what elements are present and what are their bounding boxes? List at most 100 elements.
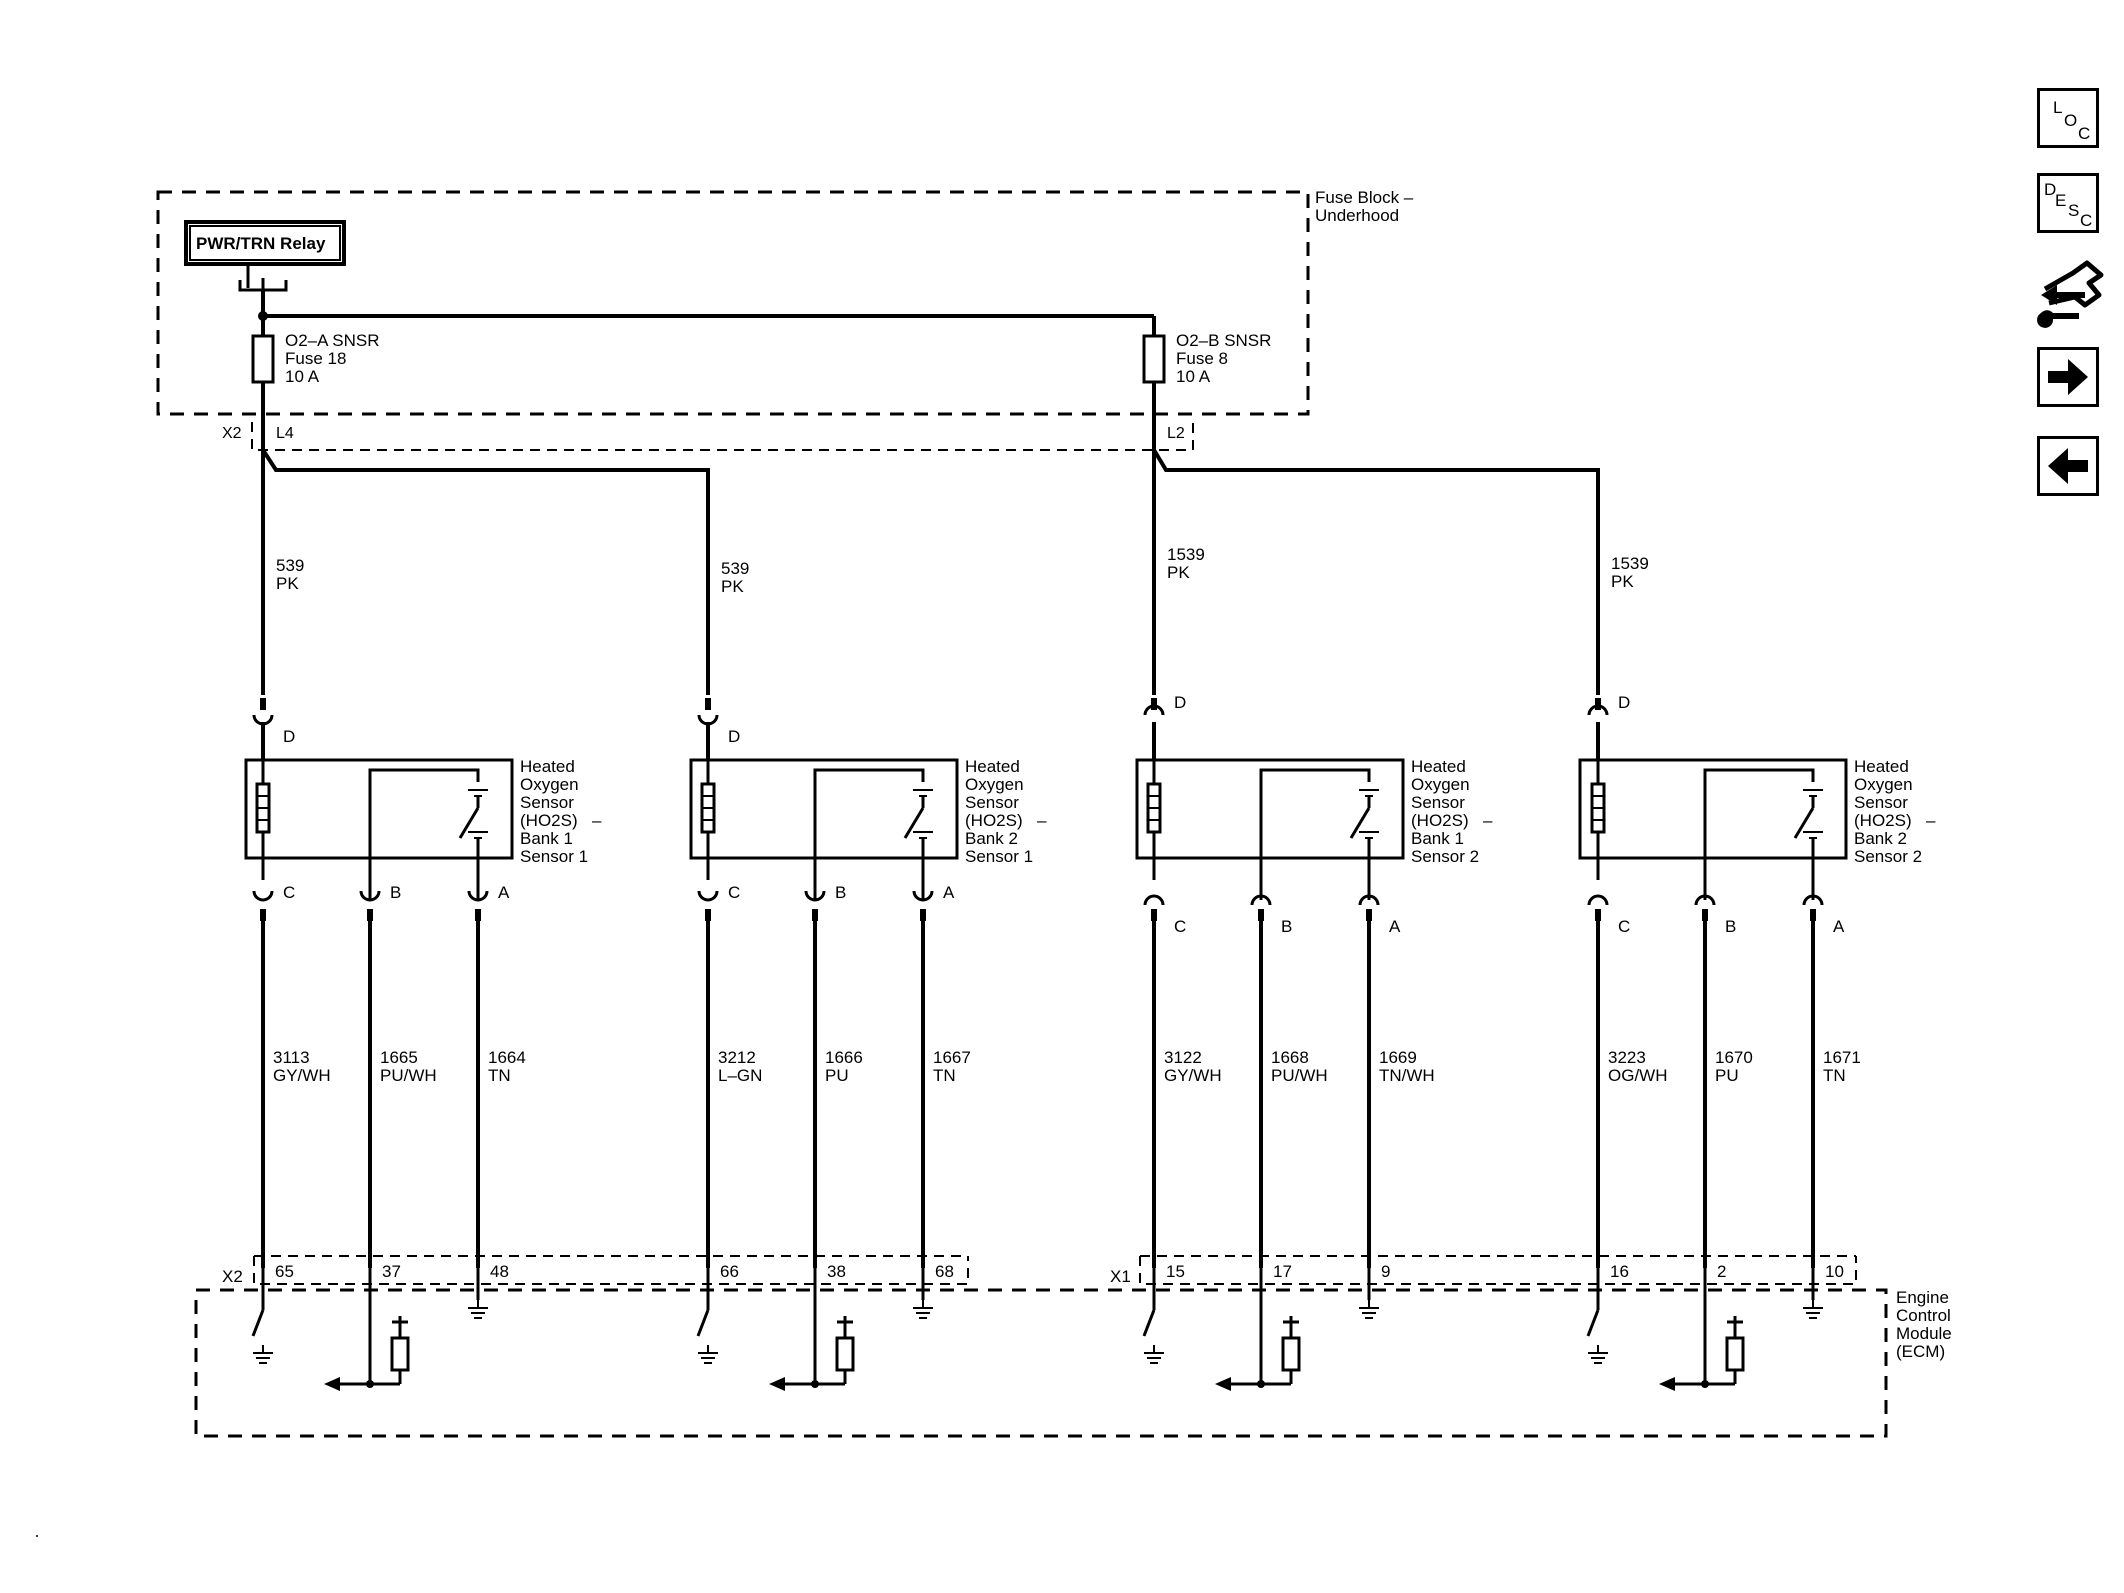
fuse-element	[1142, 334, 1166, 384]
connector-repair-icon[interactable]	[2035, 255, 2105, 329]
loc-glyph-o: O	[2064, 111, 2078, 130]
sensor-pin-terminal	[359, 890, 381, 902]
feed-wire-color: PK	[1611, 572, 1634, 591]
sensor-name-line: (HO2S)	[965, 811, 1023, 830]
ecm-resistor	[1281, 1336, 1301, 1372]
sensor-name-line: Bank 1	[1411, 829, 1464, 848]
sensor-name-line: (HO2S)	[1854, 811, 1912, 830]
feed-wire-color: PK	[721, 577, 744, 596]
sensor-pin-d: D	[728, 727, 740, 746]
sensor-name-line: Heated	[520, 757, 575, 776]
ecm-pin-number: 16	[1610, 1262, 1629, 1281]
sensor-pin-terminal	[804, 890, 826, 902]
feed-wire-circuit: 1539	[1611, 554, 1649, 573]
fuse-block-label: Underhood	[1315, 206, 1399, 225]
sensor-name-line: Sensor 2	[1854, 847, 1922, 866]
ecm-reference-arrow	[1659, 1377, 1675, 1391]
sensor-body	[244, 758, 514, 860]
sensor-name-line: Sensor	[1854, 793, 1908, 812]
ecm-resistor	[390, 1336, 410, 1372]
sensor-name-line: Bank 2	[965, 829, 1018, 848]
ecm-reference-arrow	[1215, 1377, 1231, 1391]
wire-color: PU/WH	[1271, 1066, 1328, 1085]
sensor-name-line: Oxygen	[520, 775, 579, 794]
ecm-reference-arrow	[769, 1377, 785, 1391]
sensor-signal-lead	[1703, 768, 1815, 900]
fuse-name: O2–A SNSR	[285, 331, 380, 350]
sensor-name-dash: –	[1483, 811, 1493, 830]
ecm-switch	[696, 1309, 710, 1337]
fuse-number: Fuse 18	[285, 349, 346, 368]
ecm-label-line: (ECM)	[1896, 1342, 1945, 1361]
description-button[interactable]: D E S C	[2037, 173, 2099, 233]
sensor-name-line: Sensor 1	[965, 847, 1033, 866]
relay-label: PWR/TRN Relay	[196, 234, 326, 253]
connector-d-terminal	[1143, 704, 1165, 716]
ecm-label-line: Engine	[1896, 1288, 1949, 1307]
sensor-name-line: Sensor	[1411, 793, 1465, 812]
ecm-pin-number: 2	[1717, 1262, 1726, 1281]
wire-circuit: 1665	[380, 1048, 418, 1067]
sensor-pin-terminal	[912, 890, 934, 902]
sensor-pin-label: B	[1725, 917, 1736, 936]
sensor-pin-label: C	[728, 883, 740, 902]
wire-color: GY/WH	[273, 1066, 331, 1085]
sensor-pin-terminal	[1694, 894, 1716, 906]
sensor-pin-terminal	[1358, 894, 1380, 906]
wire-color: PU	[1715, 1066, 1739, 1085]
wire-circuit: 1669	[1379, 1048, 1417, 1067]
ecm-connector-x1	[1139, 1256, 1857, 1285]
sensor-name-dash: –	[1037, 811, 1047, 830]
sensor-name-line: Oxygen	[1854, 775, 1913, 794]
ecm-resistor	[835, 1336, 855, 1372]
sensor-pin-label: C	[283, 883, 295, 902]
ecm-pin-number: 65	[275, 1262, 294, 1281]
wire-circuit: 3223	[1608, 1048, 1646, 1067]
desc-glyph-s: S	[2068, 201, 2080, 220]
wire-color: PU/WH	[380, 1066, 437, 1085]
wire-color: TN	[1823, 1066, 1846, 1085]
sensor-name-line: Heated	[1854, 757, 1909, 776]
ecm-resistor	[1725, 1336, 1745, 1372]
fuse-rating: 10 A	[1176, 367, 1211, 386]
feed-wire-circuit: 539	[276, 556, 304, 575]
ecm-pin-number: 68	[935, 1262, 954, 1281]
sensor-pin-terminal	[1587, 894, 1609, 906]
ecm-splice	[1701, 1380, 1709, 1388]
sensor-pin-label: B	[835, 883, 846, 902]
wire-circuit: 1664	[488, 1048, 526, 1067]
wire-color: TN	[933, 1066, 956, 1085]
feed-wire-circuit: 539	[721, 559, 749, 578]
sensor-pin-d: D	[1174, 693, 1186, 712]
sensor-pin-terminal	[1143, 894, 1165, 906]
next-page-button[interactable]	[2037, 347, 2099, 407]
ecm-pin-number: 17	[1273, 1262, 1292, 1281]
ecm-pin-number: 66	[720, 1262, 739, 1281]
location-button[interactable]: L O C	[2037, 88, 2099, 148]
desc-glyph-c: C	[2080, 211, 2093, 230]
sensor-body	[689, 758, 959, 860]
sensor-switch-blade	[458, 807, 480, 839]
sensor-name-line: Sensor	[965, 793, 1019, 812]
relay-box-inner	[189, 225, 341, 261]
fuse-cavity: L4	[276, 425, 294, 442]
wire-circuit: 3212	[718, 1048, 756, 1067]
ecm-reference-arrow	[324, 1377, 340, 1391]
sensor-name-line: Heated	[1411, 757, 1466, 776]
sensor-pin-terminal	[252, 890, 274, 902]
ecm-splice	[811, 1380, 819, 1388]
previous-page-button[interactable]	[2037, 436, 2099, 496]
wire-color: L–GN	[718, 1066, 762, 1085]
fuse-cavity: L2	[1167, 425, 1185, 442]
fuse-number: Fuse 8	[1176, 349, 1228, 368]
sensor-pin-label: B	[1281, 917, 1292, 936]
wire-color: OG/WH	[1608, 1066, 1668, 1085]
sensor-pin-d: D	[283, 727, 295, 746]
ecm-switch	[1586, 1309, 1600, 1337]
ecm-switch	[251, 1309, 265, 1337]
feed-wire	[261, 448, 710, 695]
sensor-name-line: Bank 2	[1854, 829, 1907, 848]
fuse-block-boundary	[156, 190, 1310, 416]
fuse-name: O2–B SNSR	[1176, 331, 1271, 350]
sensor-pin-label: A	[943, 883, 955, 902]
